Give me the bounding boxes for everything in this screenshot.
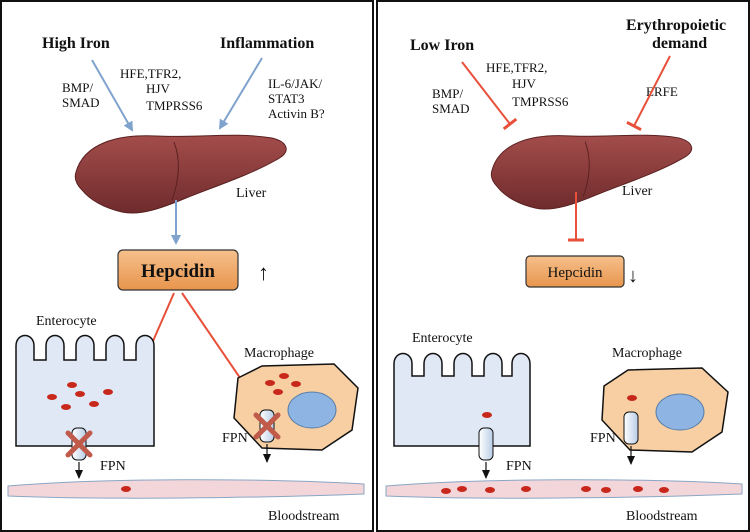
inflammation-arrow — [218, 57, 263, 130]
enterocyte-fpn-label: FPN — [100, 459, 126, 474]
macrophage-fpn-channel — [623, 411, 639, 445]
erythro-label-2: demand — [652, 35, 707, 52]
macrophage-iron — [627, 395, 637, 401]
macrophage-iron — [265, 373, 301, 395]
high-iron-arrow — [91, 59, 133, 132]
bloodstream-label: Bloodstream — [268, 509, 340, 524]
left-panel-border — [0, 0, 374, 532]
hepcidin-box — [117, 249, 239, 291]
liver-image — [490, 134, 693, 210]
liver-label: Liver — [622, 184, 653, 199]
macrophage-label: Macrophage — [612, 346, 682, 361]
hfe-label-3: TMPRSS6 — [146, 98, 203, 113]
high-iron-label: High Iron — [42, 35, 110, 52]
macrophage-nucleus — [287, 391, 337, 429]
bloodstream-vessel — [385, 479, 743, 499]
hepcidin-label: Hepcidin — [141, 261, 215, 282]
erythro-label-1: Erythropoietic — [626, 17, 726, 34]
enterocyte-fpn-channel — [478, 427, 494, 461]
enterocyte-fpn-label: FPN — [506, 459, 532, 474]
low-iron-inhibit — [461, 61, 518, 131]
hepcidin-box — [525, 255, 625, 288]
bmp-smad-label-2: SMAD — [432, 101, 470, 116]
enterocyte-label: Enterocyte — [412, 331, 473, 346]
left-panel: High Iron Inflammation BMP/ SMAD HFE,TFR… — [7, 35, 365, 524]
blood-iron — [441, 486, 669, 494]
macrophage-label: Macrophage — [244, 346, 314, 361]
hfe-label-1: HFE,TFR2, — [486, 60, 547, 75]
hfe-label-2: HJV — [146, 81, 170, 96]
enterocyte-iron — [47, 382, 113, 410]
bmp-smad-label-1: BMP/ — [432, 86, 463, 101]
enterocyte-cell — [393, 352, 531, 447]
il6-label-1: IL-6/JAK/ — [268, 76, 323, 91]
hepcidin-down-arrow: ↓ — [628, 265, 638, 287]
liver-label: Liver — [236, 186, 267, 201]
inflammation-label: Inflammation — [220, 35, 314, 52]
liver-image — [74, 134, 287, 214]
bloodstream-label: Bloodstream — [626, 509, 698, 524]
il6-label-3: Activin B? — [268, 106, 325, 121]
enterocyte-fpn-blocked-icon — [65, 430, 93, 458]
blood-iron — [121, 486, 131, 492]
right-panel-border — [376, 0, 750, 532]
hepcidin-up-arrow: ↑ — [258, 260, 269, 285]
macrophage-fpn-label: FPN — [222, 431, 248, 446]
low-iron-label: Low Iron — [410, 37, 474, 54]
hfe-label-3: TMPRSS6 — [512, 94, 569, 109]
hepcidin-label: Hepcidin — [548, 265, 603, 281]
bmp-smad-label-1: BMP/ — [62, 80, 93, 95]
enterocyte-cell — [15, 334, 155, 447]
right-panel: Low Iron Erythropoietic demand BMP/ SMAD… — [385, 17, 743, 524]
bloodstream-vessel — [7, 479, 365, 499]
enterocyte-label: Enterocyte — [36, 314, 97, 329]
macrophage-fpn-label: FPN — [590, 431, 616, 446]
enterocyte-iron — [482, 412, 492, 418]
erfe-inhibit — [626, 55, 671, 131]
bmp-smad-label-2: SMAD — [62, 95, 100, 110]
macrophage-nucleus — [655, 393, 705, 431]
macrophage-fpn-blocked-icon — [253, 412, 281, 440]
hfe-label-2: HJV — [512, 76, 536, 91]
il6-label-2: STAT3 — [268, 91, 305, 106]
hfe-label-1: HFE,TFR2, — [120, 66, 181, 81]
